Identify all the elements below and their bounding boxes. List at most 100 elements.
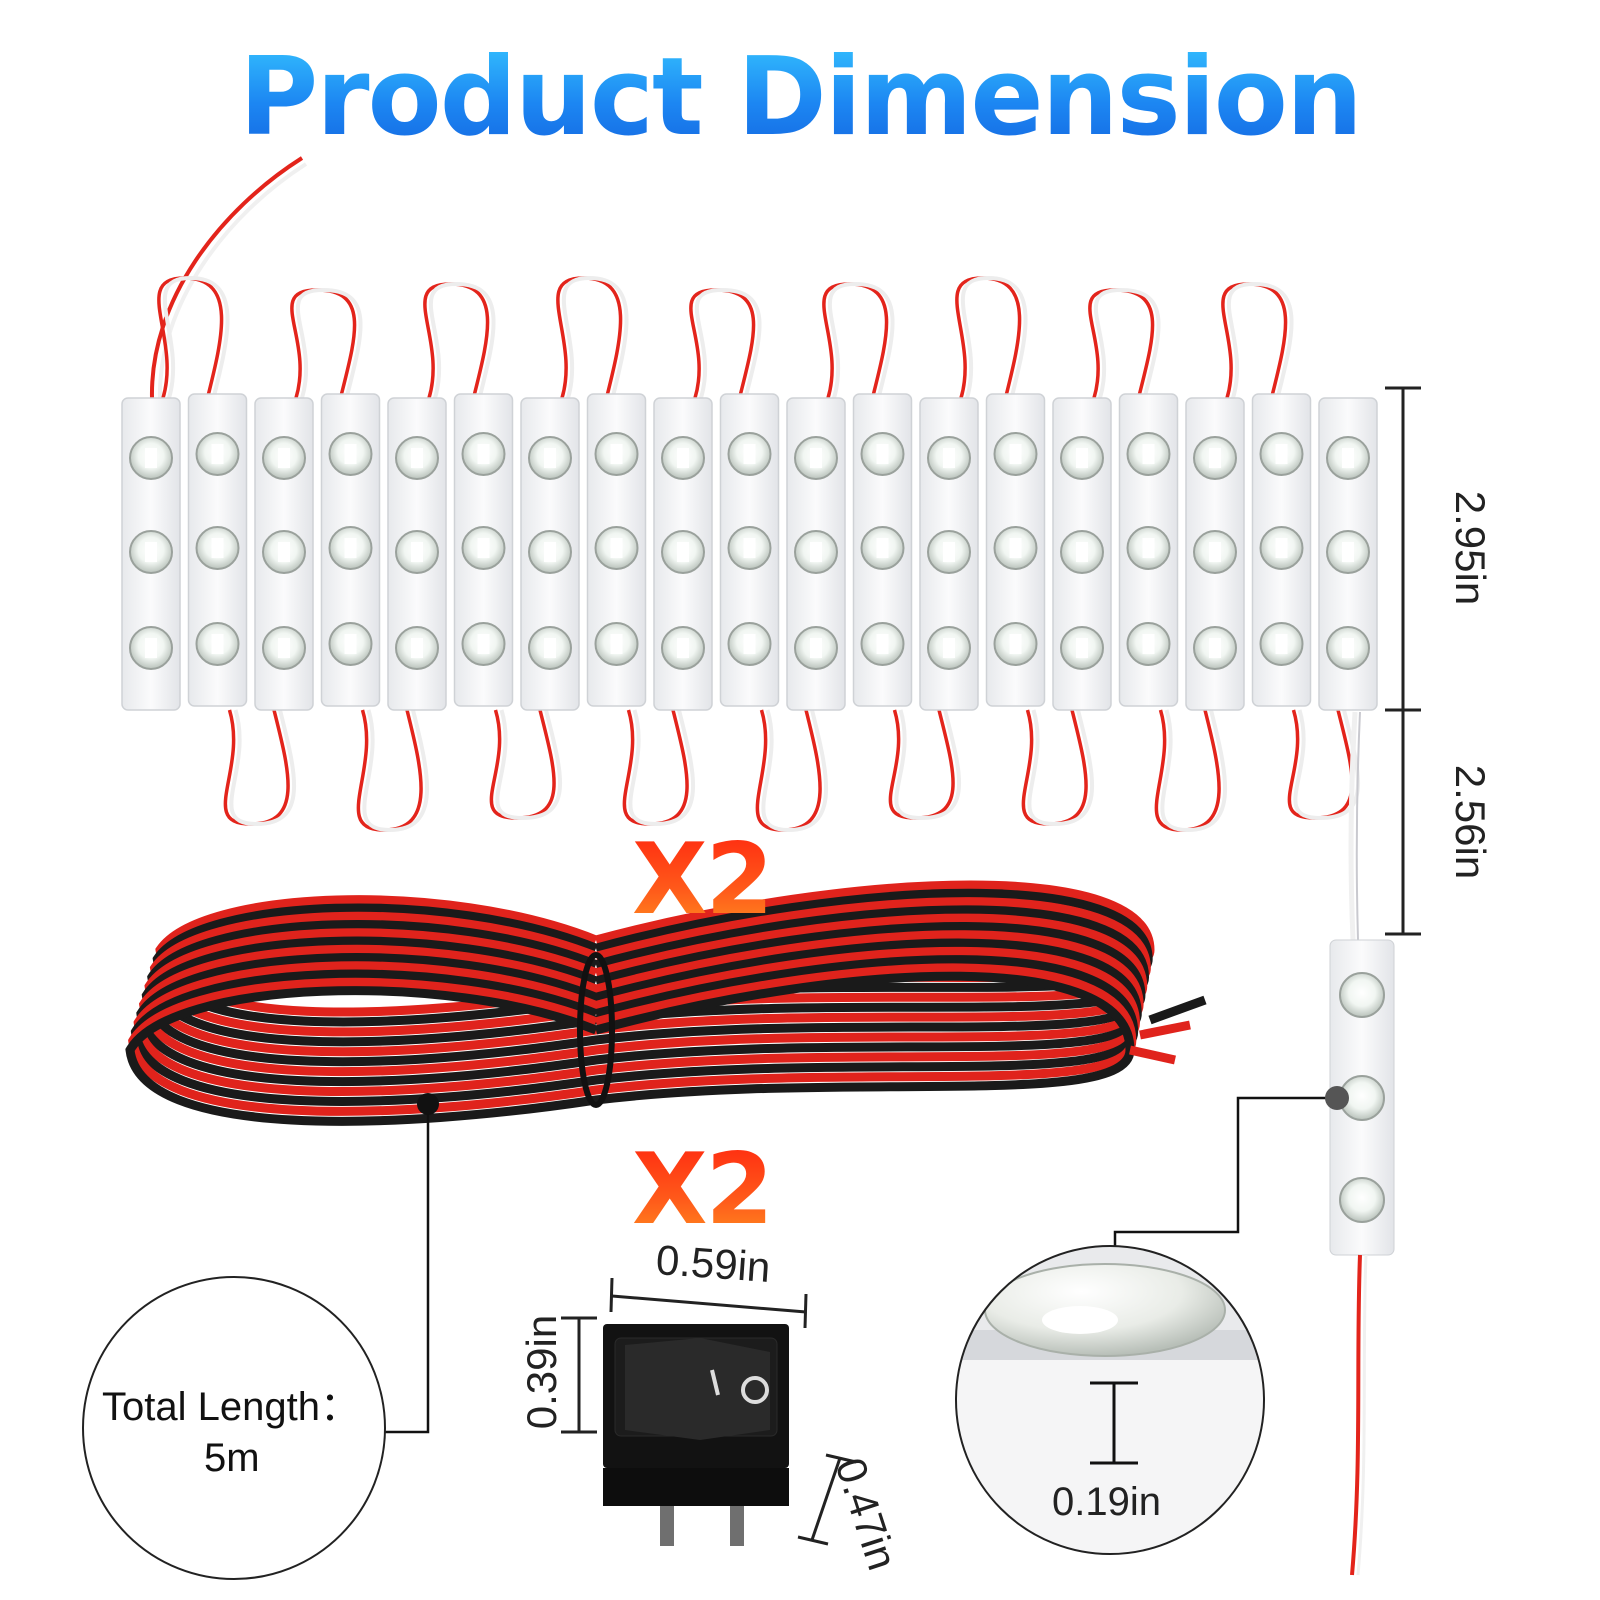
led-emitter (677, 448, 689, 468)
led-emitter (810, 542, 822, 562)
led-emitter (278, 542, 290, 562)
cable-strand (144, 913, 1148, 1057)
led-emitter (876, 634, 889, 654)
led-emitter (1209, 448, 1221, 468)
led-emitter (610, 444, 623, 464)
led-module (786, 397, 846, 711)
led-emitter (344, 444, 357, 464)
led-emitter (1142, 444, 1155, 464)
module-length-dimension-line (1385, 386, 1421, 712)
switch-depth-dimension-line (797, 1453, 857, 1546)
wire-loop (761, 709, 828, 833)
wire-loop (894, 709, 962, 821)
wire-loop (628, 709, 695, 827)
led-emitter (211, 634, 224, 654)
led-emitter (1076, 448, 1088, 468)
wire-loop (694, 287, 762, 399)
led-emitter (278, 638, 290, 658)
led-emitter (278, 448, 290, 468)
led-module (520, 397, 580, 711)
total-length-value: 5m (204, 1436, 260, 1480)
wire-loop (495, 709, 563, 821)
wire-loop (827, 281, 895, 399)
led-module (387, 397, 447, 711)
led-emitter (145, 448, 157, 468)
wire-loop (290, 288, 357, 399)
led-emitter (943, 448, 955, 468)
total-length-callout: Total Length： 5m (82, 1276, 386, 1580)
cable-strand (128, 963, 1137, 1116)
led-module (453, 393, 514, 707)
led-module (653, 397, 713, 711)
module-spacing-label: 2.56in (1447, 764, 1494, 880)
wire-loop (223, 709, 290, 826)
led-module (1118, 393, 1179, 707)
module-length-label: 2.95in (1447, 490, 1494, 606)
led-emitter (411, 542, 423, 562)
wire-loop (1088, 288, 1155, 399)
led-module (985, 393, 1046, 707)
led-emitter (610, 634, 623, 654)
led-emitter (1142, 634, 1155, 654)
wire-loop (1287, 709, 1354, 820)
cable-strand (133, 946, 1140, 1096)
zoom-callout-line (1113, 1096, 1337, 1246)
cable-strand (136, 938, 1142, 1087)
wire-loop (822, 282, 889, 399)
led-emitter (1009, 634, 1022, 654)
led-module (1052, 397, 1112, 711)
extension-cable-coil (125, 880, 1207, 1126)
wire-loop (489, 709, 556, 820)
led-emitter (544, 638, 556, 658)
led-emitter (211, 538, 224, 558)
cable-end (1139, 1020, 1191, 1040)
module-thickness-label: 0.19in (1052, 1480, 1161, 1524)
led-module-strip (121, 393, 1378, 711)
cable-end (1129, 1045, 1176, 1065)
led-emitter (1209, 542, 1221, 562)
led-emitter (1009, 538, 1022, 558)
led-emitter (743, 444, 756, 464)
led-emitter (1209, 638, 1221, 658)
callout-dot (1325, 1086, 1349, 1110)
wire-loop (689, 288, 756, 399)
led-module (586, 393, 647, 707)
led-emitter (344, 634, 357, 654)
led-module (1185, 397, 1245, 711)
led-emitter (544, 542, 556, 562)
led-emitter (810, 448, 822, 468)
led-emitter (1142, 538, 1155, 558)
led-emitter (876, 444, 889, 464)
module-wire-loops (157, 275, 1361, 833)
wire-loop (1226, 281, 1294, 399)
wire-loop (362, 709, 429, 833)
led-emitter (677, 638, 689, 658)
switch-width-dimension-line (609, 1277, 808, 1329)
led-emitter (477, 634, 490, 654)
wire-loop (162, 275, 230, 399)
led-emitter (1076, 542, 1088, 562)
wire-loop (423, 282, 490, 399)
led-module (121, 397, 181, 711)
module-spacing-dimension-line (1385, 710, 1421, 936)
wire-loop (1021, 709, 1088, 826)
led-module (1318, 397, 1378, 711)
led-emitter (743, 538, 756, 558)
wire-loop (1221, 282, 1288, 399)
led-emitter (477, 538, 490, 558)
wire-loop (428, 281, 496, 399)
led-emitter (1076, 638, 1088, 658)
switch-height-label: 0.39in (518, 1314, 565, 1430)
led-emitter (344, 538, 357, 558)
switch-width-label: 0.59in (654, 1236, 772, 1291)
led-emitter (411, 638, 423, 658)
cable-callout-dot (417, 1093, 439, 1115)
led-emitter (1342, 542, 1354, 562)
led-emitter (876, 538, 889, 558)
led-emitter (477, 444, 490, 464)
led-emitter (1275, 444, 1288, 464)
led-emitter (145, 638, 157, 658)
cable-strand (125, 971, 1135, 1126)
wire-loop (295, 287, 363, 399)
cable-strand (141, 921, 1146, 1067)
